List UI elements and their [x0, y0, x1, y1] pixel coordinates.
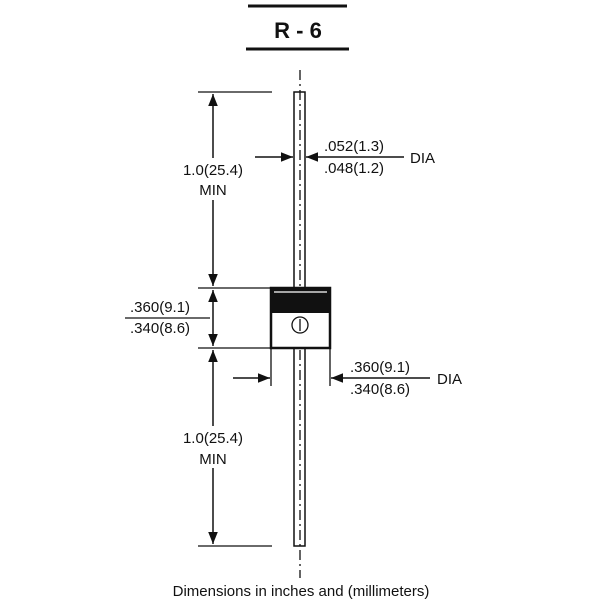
lead-diameter-max: .052(1.3) — [324, 138, 384, 155]
package-title: R - 6 — [274, 18, 322, 43]
top-lead-length-dimension: 1.0(25.4) MIN — [178, 94, 250, 286]
extension-lines — [198, 91, 331, 547]
lead-diameter-min: .048(1.2) — [324, 160, 384, 177]
body-length-max: .360(9.1) — [130, 299, 190, 316]
lead-diameter-label: DIA — [410, 150, 435, 167]
bottom-lead-length-dimension: 1.0(25.4) MIN — [178, 350, 250, 544]
bottom-lead-length-value: 1.0(25.4) — [183, 430, 243, 447]
body-diameter-label: DIA — [437, 371, 462, 388]
units-footnote: Dimensions in inches and (millimeters) — [173, 583, 430, 600]
title-block: R - 6 — [246, 4, 349, 51]
diode-body — [269, 286, 332, 350]
top-lead-length-value: 1.0(25.4) — [183, 162, 243, 179]
body-diameter-dimension: .360(9.1) .340(8.6) DIA — [233, 359, 462, 398]
body-diameter-max: .360(9.1) — [350, 359, 410, 376]
lead-diameter-dimension: .052(1.3) .048(1.2) DIA — [255, 138, 435, 177]
body-length-min: .340(8.6) — [130, 320, 190, 337]
bottom-lead-length-note: MIN — [199, 451, 227, 468]
body-diameter-min: .340(8.6) — [350, 381, 410, 398]
body-length-dimension: .360(9.1) .340(8.6) — [125, 290, 218, 346]
top-lead-length-note: MIN — [199, 182, 227, 199]
